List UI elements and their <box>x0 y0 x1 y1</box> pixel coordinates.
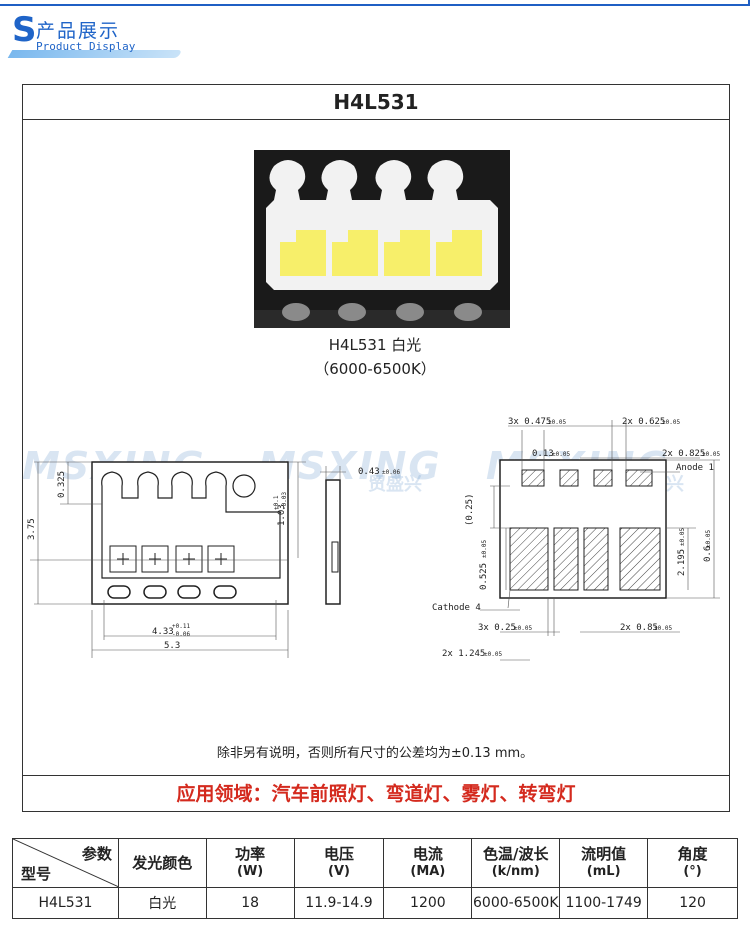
dim-left-right-tol-top: +0.1 <box>273 495 280 510</box>
dim-r-top2-tol: ±0.05 <box>662 419 680 426</box>
dim-side-thickness: 0.43 <box>358 467 380 477</box>
dim-left-right-tol-bot: -0.03 <box>281 492 288 510</box>
dim-r-left2: 0.525 <box>479 563 489 590</box>
header-angle-label: 角度 <box>677 845 708 863</box>
dim-left-inner-width: 4.33 <box>152 627 174 637</box>
dim-side-thickness-tol: ±0.06 <box>382 469 400 476</box>
header-current-label: 电流 <box>412 845 443 863</box>
header-lumen-label: 流明值 <box>581 845 627 863</box>
dim-r-top3: 0.13 <box>532 449 554 459</box>
header-lumen: 流明值(mL) <box>559 838 649 888</box>
dim-left-total-width: 5.3 <box>164 641 180 651</box>
dim-r-bot3-tol: ±0.05 <box>484 651 502 658</box>
top-rule-tick <box>748 0 750 6</box>
header-voltage-label: 电压 <box>323 845 354 863</box>
header-angle: 角度(°) <box>647 838 738 888</box>
dim-r-bot3: 2x 1.245 <box>442 649 485 659</box>
header-title-en: Product Display <box>36 40 136 53</box>
tolerance-note: 除非另有说明，否则所有尺寸的公差均为±0.13 mm。 <box>216 746 534 761</box>
dim-left-inner-tol-top: +0.11 <box>172 623 190 630</box>
dim-r-top1-tol: ±0.05 <box>548 419 566 426</box>
led-chip-photo <box>254 150 510 328</box>
header-voltage: 电压(V) <box>293 838 385 888</box>
dim-r-bot2: 2x 0.85 <box>620 623 658 633</box>
dim-r-right2-tol: ±0.05 <box>705 530 712 548</box>
header-power-unit: (W) <box>237 864 264 879</box>
cell-model: H4L531 <box>12 887 119 919</box>
dim-r-right1: 2.195 <box>677 549 687 576</box>
dim-r-left2-tol: ±0.05 <box>481 540 488 558</box>
watermark-cn-2: 贸盛兴 <box>368 474 422 495</box>
dim-r-left1: (0.25) <box>465 493 475 526</box>
product-frame: H4L531 应用领域：汽车前照灯、弯道灯、雾灯、转弯灯 <box>22 84 730 812</box>
spec-table: 参数 型号 发光颜色 功率(W) 电压(V) 电流(MA) 色温/波长(k/nm… <box>12 838 738 919</box>
dim-r-top2: 2x 0.625 <box>622 417 665 427</box>
header-cct-label: 色温/波长 <box>483 845 549 863</box>
dim-r-top3-tol: ±0.05 <box>552 451 570 458</box>
dimension-drawing: 3.75 0.325 1.03 +0.1 -0.03 4.33 +0.11 -0… <box>27 417 720 661</box>
cell-color: 白光 <box>117 887 207 919</box>
dim-r-bot1: 3x 0.25 <box>478 623 516 633</box>
solder-pad-2 <box>338 303 366 321</box>
photo-caption-model: H4L531 白光 <box>328 336 422 354</box>
cell-current: 1200 <box>383 887 473 919</box>
dim-r-bot1-tol: ±0.05 <box>514 625 532 632</box>
header-current: 电流(MA) <box>383 838 473 888</box>
cell-power: 18 <box>205 887 295 919</box>
dim-r-top1: 3x 0.475 <box>508 417 551 427</box>
cell-angle: 120 <box>647 887 738 919</box>
header-angle-unit: (°) <box>683 864 702 879</box>
header-power: 功率(W) <box>205 838 295 888</box>
header-badge-letter: S <box>12 10 37 50</box>
dim-left-right: 1.03 <box>277 504 287 526</box>
top-view: 3.75 0.325 1.03 +0.1 -0.03 4.33 +0.11 -0… <box>27 461 306 658</box>
solder-pad-1 <box>282 303 310 321</box>
header-power-label: 功率 <box>235 845 266 863</box>
dim-r-top4: 2x 0.825 <box>662 449 705 459</box>
label-cathode: Cathode 4 <box>432 603 481 613</box>
side-view: 0.43 ±0.06 <box>320 466 400 605</box>
corner-diagonal <box>13 839 119 887</box>
dim-r-top4-tol: ±0.05 <box>702 451 720 458</box>
dim-left-inner-tol-bot: -0.06 <box>172 631 190 638</box>
spec-corner-cell: 参数 型号 <box>12 838 119 888</box>
corner-label-param: 参数 <box>81 845 112 863</box>
header-title-cn: 产品展示 <box>36 20 121 42</box>
cell-lumen: 1100-1749 <box>559 887 649 919</box>
dim-left-top: 0.325 <box>57 471 67 498</box>
header-cct: 色温/波长(k/nm) <box>471 838 561 888</box>
label-anode: Anode 1 <box>676 463 714 473</box>
solder-pad-4 <box>454 303 482 321</box>
header-lumen-unit: (mL) <box>586 864 621 879</box>
product-model-title: H4L531 <box>23 85 729 120</box>
cell-cct: 6000-6500K <box>471 887 561 919</box>
bottom-view: 3x 0.475 ±0.05 2x 0.625 ±0.05 0.13 ±0.05… <box>432 417 720 661</box>
header-voltage-unit: (V) <box>328 864 350 879</box>
cell-voltage: 11.9-14.9 <box>293 887 385 919</box>
dim-r-right1-tol: ±0.05 <box>679 528 686 546</box>
spec-header-row: 参数 型号 发光颜色 功率(W) 电压(V) 电流(MA) 色温/波长(k/nm… <box>12 838 738 888</box>
corner-label-model: 型号 <box>21 865 52 883</box>
photo-caption-cct: （6000-6500K） <box>314 360 436 378</box>
table-row: H4L531 白光 18 11.9-14.9 1200 6000-6500K 1… <box>12 887 738 919</box>
section-header: S 产品展示 Product Display <box>4 10 194 58</box>
dim-r-right2: 0.6 <box>703 546 713 562</box>
solder-pad-3 <box>396 303 424 321</box>
dim-r-bot2-tol: ±0.05 <box>654 625 672 632</box>
application-field: 应用领域：汽车前照灯、弯道灯、雾灯、转弯灯 <box>23 775 729 812</box>
header-color-label: 发光颜色 <box>132 854 193 872</box>
dim-left-height: 3.75 <box>27 518 37 540</box>
top-rule <box>0 4 750 6</box>
header-current-unit: (MA) <box>410 864 446 879</box>
header-color: 发光颜色 <box>117 838 207 888</box>
header-cct-unit: (k/nm) <box>491 864 540 879</box>
